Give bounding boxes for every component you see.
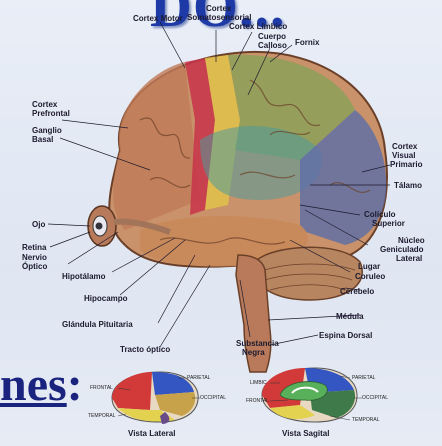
mini-lateral-parietal: PARIETAL [187, 375, 210, 381]
mini-sagital-parietal: PARIETAL [352, 375, 375, 381]
mini-sagital-occipital: OCCIPITAL [362, 395, 388, 401]
mini-lateral-occipital: OCCIPITAL [200, 395, 226, 401]
mini-sagital-limbic: LIMBIC [250, 380, 267, 386]
mini-sagital-temporal: TEMPORAL [352, 417, 380, 423]
mini-sagital-frontal: FRONTAL [246, 398, 269, 404]
mini-lateral-caption: Vista Lateral [128, 429, 175, 438]
mini-lateral-temporal: TEMPORAL [88, 413, 116, 419]
mini-sagital-caption: Vista Sagital [282, 429, 329, 438]
mini-lateral-frontal: FRONTAL [90, 385, 113, 391]
